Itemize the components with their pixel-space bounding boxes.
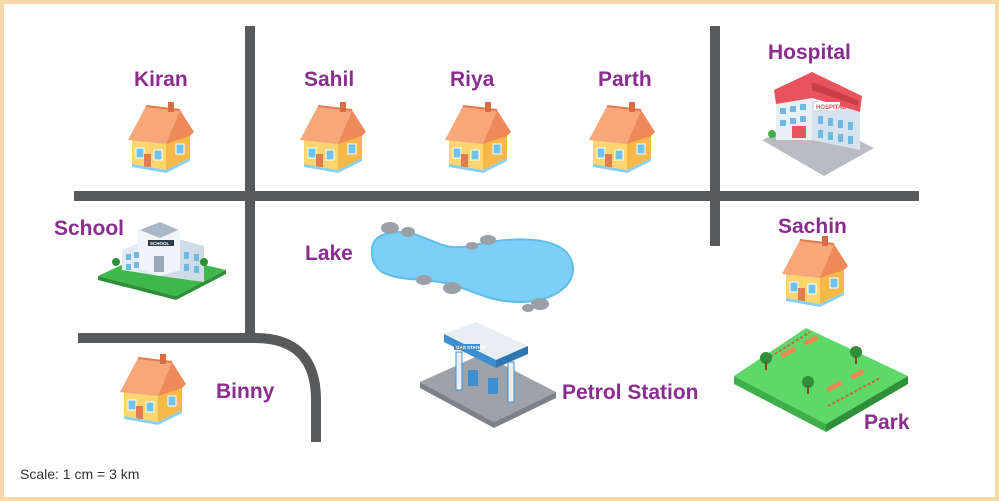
house-riya-icon	[444, 101, 512, 174]
house-parth-icon	[588, 101, 656, 174]
house-binny-icon	[119, 353, 187, 426]
label-parth: Parth	[598, 68, 652, 91]
house-sachin-icon	[781, 235, 849, 308]
hospital-sign: HOSPITAL	[816, 105, 846, 111]
petrol-station-icon: GAS STATION	[420, 322, 556, 428]
label-sahil: Sahil	[304, 68, 355, 91]
house-kiran-icon	[127, 101, 195, 174]
label-petrol-station: Petrol Station	[562, 381, 699, 404]
label-school: School	[54, 217, 125, 240]
road-network	[74, 26, 919, 442]
house-sahil-icon	[299, 101, 367, 174]
label-lake: Lake	[305, 242, 353, 265]
label-hospital: Hospital	[768, 41, 851, 64]
school-sign: SCHOOL	[150, 241, 170, 246]
park-icon	[734, 328, 908, 432]
label-sachin: Sachin	[778, 215, 847, 238]
road-curved-bottom	[78, 333, 321, 442]
label-kiran: Kiran	[134, 68, 188, 91]
label-binny: Binny	[216, 380, 275, 403]
petrol-station-sign: GAS STATION	[456, 345, 486, 350]
label-riya: Riya	[450, 68, 495, 91]
scale-text: Scale: 1 cm = 3 km	[20, 466, 140, 482]
school-icon: SCHOOL	[98, 222, 226, 300]
label-park: Park	[864, 411, 910, 434]
hospital-icon: HOSPITAL	[762, 72, 874, 176]
lake-icon	[370, 222, 574, 312]
